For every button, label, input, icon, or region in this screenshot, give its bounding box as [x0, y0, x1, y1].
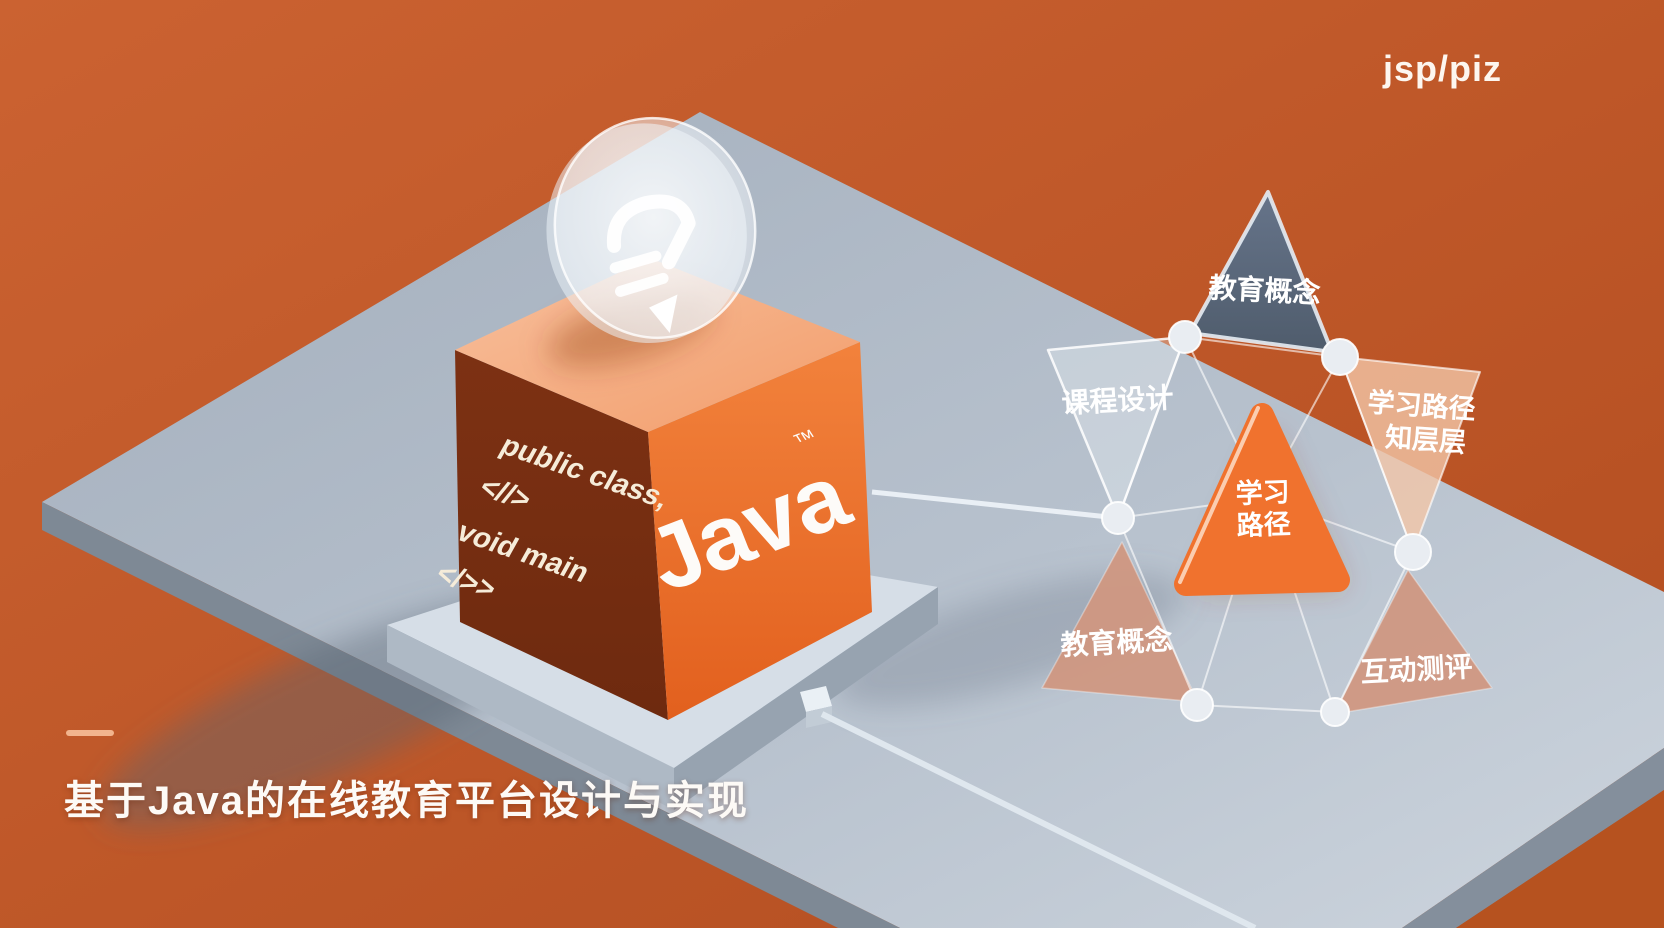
pedestal-front-left — [387, 625, 674, 810]
page-title: 基于Java的在线教育平台设计与实现 — [64, 779, 749, 823]
triangle-top-dark — [1188, 190, 1334, 354]
floor-connector-line — [820, 711, 1257, 928]
triangle-bottom-left-salmon — [1041, 541, 1199, 703]
label-top-triangle: 教育概念 — [1208, 271, 1322, 309]
floor-plane-right-edge — [1402, 748, 1664, 928]
cube-to-diagram-line — [871, 489, 1119, 521]
triangle-center-highlight — [1178, 406, 1260, 584]
label-left-triangle: 课程设计 — [1061, 382, 1174, 419]
node-mid-right — [1394, 533, 1432, 571]
cube-right-face — [648, 342, 872, 720]
node-bottom-left — [1180, 688, 1214, 722]
triangle-bottom-right-salmon — [1333, 569, 1493, 715]
cube-left-face — [455, 350, 668, 720]
node-top-right — [1321, 338, 1359, 376]
orange-corner-wedge — [1456, 790, 1664, 928]
diagram-mesh-lines — [1117, 336, 1414, 713]
floor-plane-left-edge — [42, 502, 900, 928]
node-top-left — [1168, 320, 1202, 354]
glass-disc — [546, 116, 757, 344]
triangle-center-orange — [1174, 403, 1350, 596]
title-dash — [66, 730, 114, 736]
diagram-nodes — [1101, 320, 1432, 727]
node-bottom-right — [1320, 697, 1350, 727]
label-right-triangle-line2: 知层层 — [1384, 422, 1467, 458]
label-center-line2: 路径 — [1236, 508, 1291, 541]
node-mid-left — [1101, 501, 1135, 535]
label-bottom-left-triangle: 教育概念 — [1060, 623, 1174, 661]
label-bottom-right-triangle: 互动测评 — [1360, 651, 1473, 688]
watermark: jsp/piz — [1382, 48, 1502, 89]
pedestal-notch — [800, 686, 832, 712]
logo-glyph — [606, 194, 696, 333]
label-right-triangle-line1: 学习路径 — [1367, 386, 1477, 424]
disc-face — [553, 116, 757, 340]
pedestal-notch-side — [806, 706, 832, 728]
label-center-line1: 学习 — [1235, 476, 1290, 509]
